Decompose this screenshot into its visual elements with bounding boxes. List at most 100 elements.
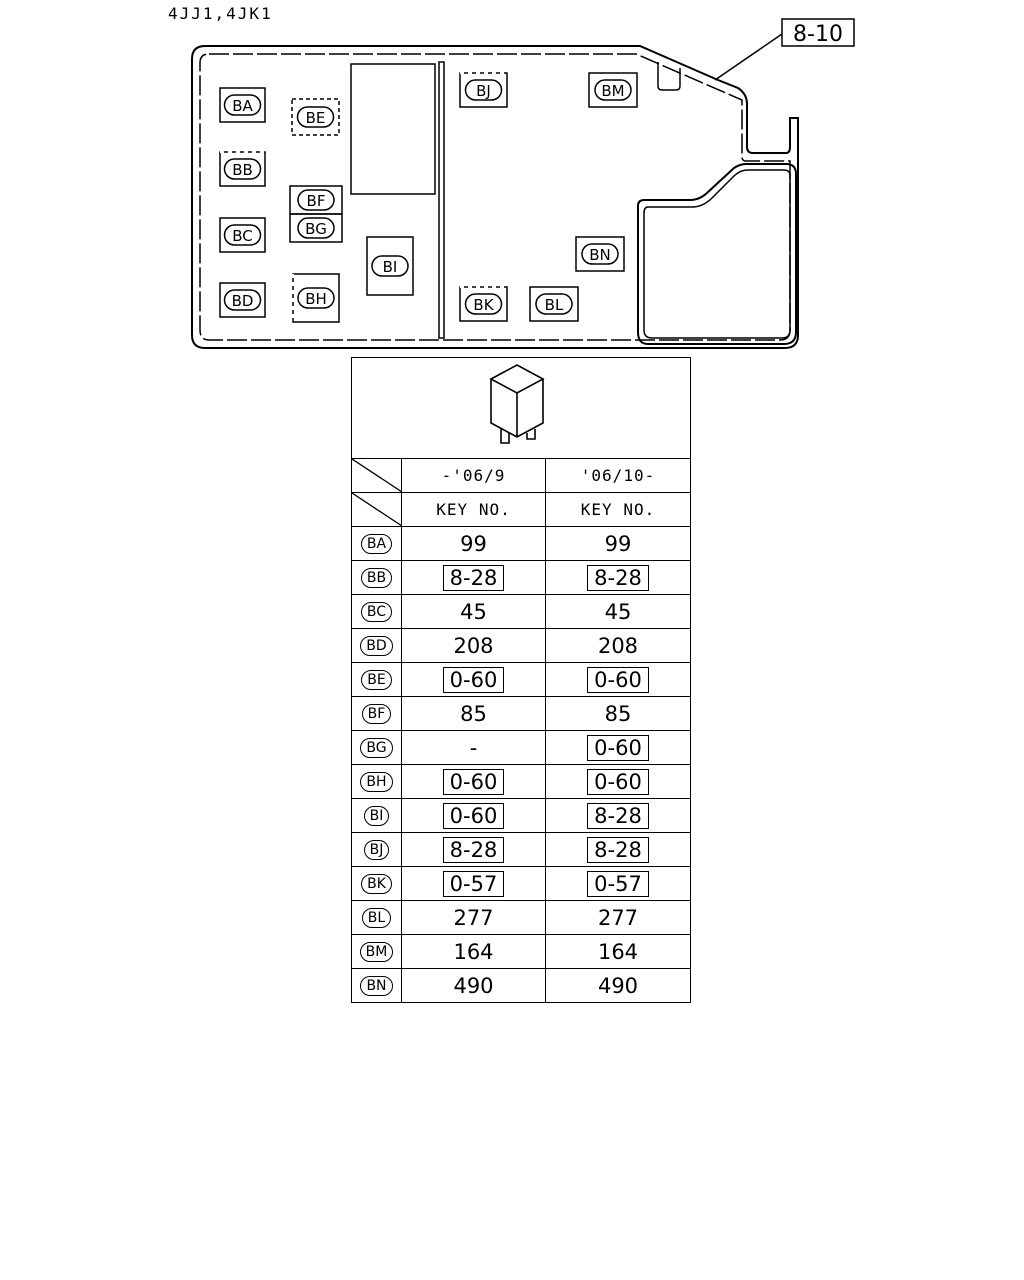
position-label: BK <box>473 296 494 314</box>
position-label: BC <box>232 227 253 245</box>
key-number: 490 <box>597 973 639 998</box>
position-bk: BK <box>459 286 508 322</box>
fuse-block <box>350 63 436 195</box>
ref-label: 8-10 <box>793 22 843 47</box>
key-no-col2: 0-57 <box>545 866 691 901</box>
key-number: - <box>469 735 478 760</box>
key-number: 0-60 <box>587 734 649 761</box>
position-label: BL <box>545 296 564 314</box>
key-number: 277 <box>597 905 639 930</box>
key-no-col2: 45 <box>545 594 691 629</box>
relay-illustration-cell <box>351 357 691 459</box>
position-code-cell: BC <box>351 594 402 629</box>
key-number: 8-28 <box>587 836 649 863</box>
position-label: BF <box>307 192 326 210</box>
key-number: 164 <box>453 939 494 964</box>
position-code: BD <box>360 635 393 656</box>
key-number: 0-60 <box>587 666 649 693</box>
position-bj: BJ <box>459 72 508 108</box>
table-row: BF 85 85 <box>351 696 691 731</box>
key-number: 45 <box>460 599 487 624</box>
position-be: BE <box>291 98 340 136</box>
position-label: BM <box>601 82 624 100</box>
table-row: BB 8-28 8-28 <box>351 560 691 595</box>
position-bi: BI <box>366 236 414 296</box>
page-title: 4JJ1,4JK1 <box>168 4 273 23</box>
key-no-col1: 0-60 <box>401 798 546 833</box>
position-code: BF <box>361 703 392 724</box>
position-label: BB <box>232 161 253 179</box>
key-number: 164 <box>597 939 639 964</box>
position-code-cell: BI <box>351 798 402 833</box>
key-number: 0-60 <box>442 768 505 795</box>
key-no-col1: - <box>401 730 546 765</box>
key-no-col2: 490 <box>545 968 691 1003</box>
key-no-col2: 8-28 <box>545 560 691 595</box>
position-bd: BD <box>219 282 266 318</box>
position-code-cell: BJ <box>351 832 402 867</box>
key-number: 8-28 <box>442 836 505 863</box>
key-number: 0-57 <box>587 870 649 897</box>
table-row: BI 0-60 8-28 <box>351 798 691 833</box>
key-no-col1: 99 <box>401 526 546 561</box>
key-no-col1: 0-60 <box>401 764 546 799</box>
col2-header: '06/10- <box>545 458 691 493</box>
relay-icon <box>489 363 545 444</box>
leader-line <box>714 33 783 81</box>
position-code-cell: BB <box>351 560 402 595</box>
position-code-cell: BM <box>351 934 402 969</box>
position-bf: BF <box>289 185 343 215</box>
key-number: 277 <box>453 905 494 930</box>
col1-header: -'06/9 <box>401 458 546 493</box>
key-no-col2: 0-60 <box>545 730 691 765</box>
key-no-col2: 99 <box>545 526 691 561</box>
key-no-col2: 208 <box>545 628 691 663</box>
right-compartment <box>637 163 797 345</box>
ref-box <box>781 18 855 47</box>
key-number: 0-60 <box>442 802 505 829</box>
position-code: BH <box>360 771 393 792</box>
key-number: 85 <box>460 701 487 726</box>
key-no-col2: 8-28 <box>545 798 691 833</box>
key-no-col1: 164 <box>401 934 546 969</box>
key-number: 208 <box>453 633 494 658</box>
key-number: 99 <box>460 531 487 556</box>
key-number: 85 <box>604 701 632 726</box>
position-code: BG <box>360 737 393 758</box>
position-code: BI <box>363 805 390 826</box>
position-code-cell: BL <box>351 900 402 935</box>
position-code: BC <box>360 601 393 622</box>
table-row: BM 164 164 <box>351 934 691 969</box>
position-code: BE <box>361 669 392 690</box>
position-code: BN <box>360 975 393 996</box>
key-number: 0-60 <box>442 666 505 693</box>
position-code-cell: BA <box>351 526 402 561</box>
position-code-cell: BK <box>351 866 402 901</box>
position-code-cell: BH <box>351 764 402 799</box>
table-row: BL 277 277 <box>351 900 691 935</box>
key-no-col1: 45 <box>401 594 546 629</box>
position-code-cell: BE <box>351 662 402 697</box>
position-label: BN <box>589 246 611 264</box>
position-bg: BG <box>289 213 343 243</box>
position-label: BJ <box>476 82 491 100</box>
table-row: BA 99 99 <box>351 526 691 561</box>
key-no-col2: 277 <box>545 900 691 935</box>
key-no-col2: 8-28 <box>545 832 691 867</box>
position-label: BA <box>232 97 253 115</box>
position-code: BM <box>359 941 394 962</box>
key-number: 8-28 <box>587 802 649 829</box>
table-row: BD 208 208 <box>351 628 691 663</box>
key-no-label-1: KEY NO. <box>401 492 546 527</box>
key-no-col1: 0-57 <box>401 866 546 901</box>
key-number: 8-28 <box>442 564 505 591</box>
position-code: BL <box>361 907 392 928</box>
position-code: BA <box>360 533 393 554</box>
relay-positions: BA BB BC BD BE BF BG BH BI BJ BK BL BM BN <box>219 72 638 323</box>
key-no-col1: 8-28 <box>401 832 546 867</box>
position-bn: BN <box>575 236 625 272</box>
position-label: BH <box>305 290 327 308</box>
